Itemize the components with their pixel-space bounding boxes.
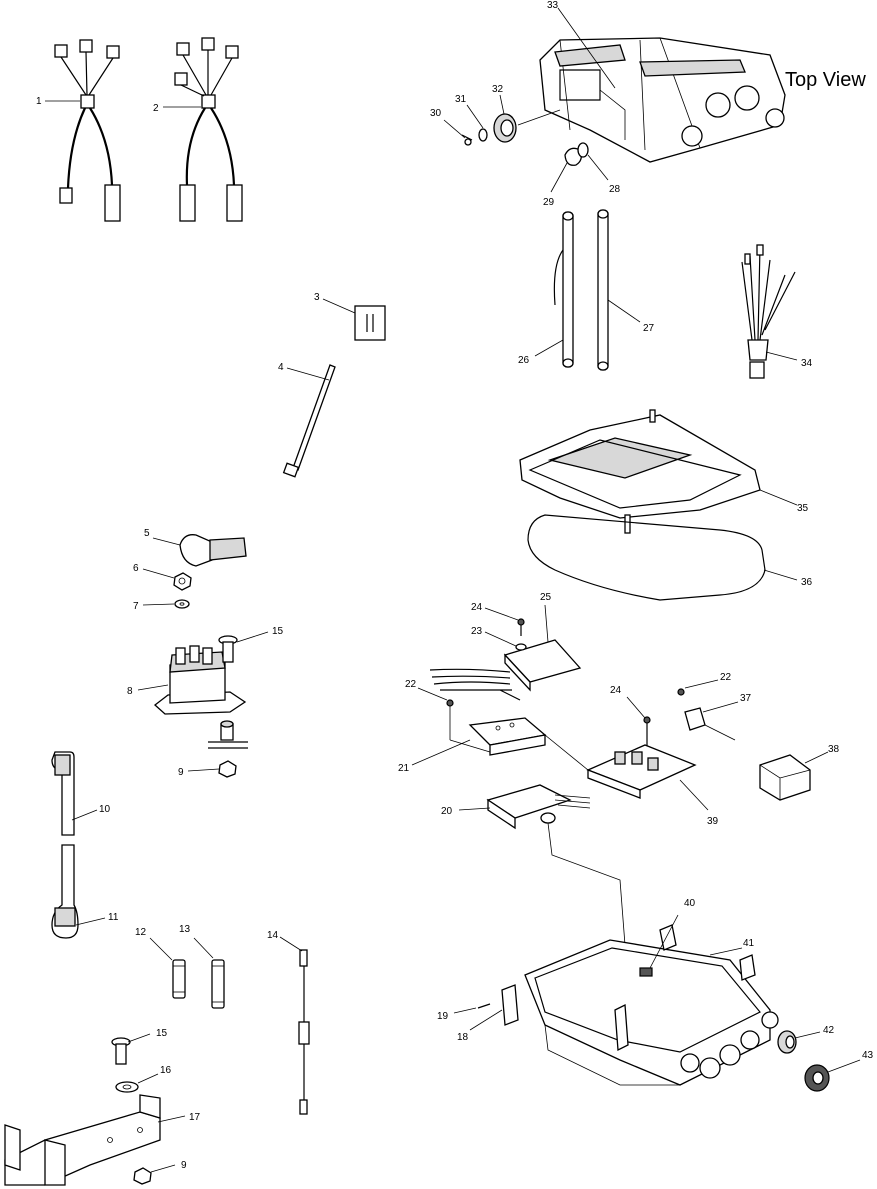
washer-31	[466, 104, 488, 142]
terminal-boot-5	[152, 534, 247, 567]
label-3: 3	[314, 292, 320, 303]
nut-9-lower	[133, 1164, 176, 1185]
label-24-upper: 24	[471, 602, 483, 613]
label-1: 1	[36, 96, 42, 107]
relay-38	[759, 751, 829, 801]
bracket-21	[411, 717, 547, 766]
label-28: 28	[609, 184, 621, 195]
nut-6	[142, 568, 192, 591]
label-22-left: 22	[405, 679, 417, 690]
module-25	[503, 604, 582, 692]
gasket-36	[527, 514, 798, 601]
strap-10	[51, 751, 98, 836]
label-8: 8	[127, 686, 133, 697]
label-10: 10	[99, 804, 111, 815]
top-view-label: Top View	[785, 69, 866, 91]
cable-26	[534, 211, 574, 368]
bracket-17	[4, 1094, 186, 1186]
cable-tie-4	[282, 364, 336, 478]
solenoid-8	[137, 645, 247, 715]
fastener-22-left	[417, 687, 454, 740]
label-26: 26	[518, 355, 530, 366]
label-36: 36	[801, 577, 813, 588]
label-43: 43	[862, 1050, 874, 1061]
module-20	[458, 784, 591, 830]
fuse-12	[149, 937, 186, 999]
label-39: 39	[707, 816, 719, 827]
label-18: 18	[457, 1032, 469, 1043]
bolt-15-upper	[218, 631, 269, 663]
label-9-lower: 9	[181, 1160, 187, 1171]
o-ring-28	[577, 142, 609, 181]
label-20: 20	[441, 806, 453, 817]
clip-37	[684, 701, 739, 741]
cap-43	[804, 1059, 861, 1092]
washer-23	[484, 631, 527, 651]
label-33: 33	[547, 0, 559, 11]
label-15-lower: 15	[156, 1028, 168, 1039]
grommet-32	[493, 94, 561, 143]
base-box-41	[524, 924, 779, 1086]
fuse-lead-14	[279, 936, 310, 1115]
label-32: 32	[492, 84, 504, 95]
part-labels: Top View 1 2 3 4 5 6 7 8 9 9 10 11 12 13…	[36, 0, 874, 1171]
harness-34	[741, 244, 798, 379]
label-19: 19	[437, 1011, 449, 1022]
label-17: 17	[189, 1112, 201, 1123]
label-34: 34	[801, 358, 813, 369]
screw-24-upper	[484, 607, 525, 636]
label-21: 21	[398, 763, 410, 774]
label-9-upper: 9	[178, 767, 184, 778]
screw-30	[443, 119, 473, 146]
bolt-15-lower	[111, 1033, 151, 1065]
label-15-upper: 15	[272, 626, 284, 637]
label-25: 25	[540, 592, 552, 603]
bulb-29	[550, 147, 582, 193]
plug-42	[777, 1030, 821, 1054]
label-31: 31	[455, 94, 467, 105]
harness-2	[163, 37, 243, 222]
cover-33	[539, 7, 786, 163]
connection-lines	[449, 734, 626, 946]
label-14: 14	[267, 930, 279, 941]
harness-1	[45, 39, 121, 222]
pin-19	[453, 1003, 491, 1014]
latch-18	[469, 984, 519, 1031]
label-27: 27	[643, 323, 655, 334]
circuit-board-39	[586, 744, 709, 811]
label-5: 5	[144, 528, 150, 539]
label-41: 41	[743, 938, 755, 949]
nut-9-upper	[187, 760, 237, 778]
label-38: 38	[828, 744, 840, 755]
label-16: 16	[160, 1065, 172, 1076]
fuse-13	[193, 937, 225, 1009]
label-35: 35	[797, 503, 809, 514]
label-30: 30	[430, 108, 442, 119]
label-13: 13	[179, 924, 191, 935]
label-22-right: 22	[720, 672, 732, 683]
module-wires	[429, 668, 521, 701]
connector-40	[639, 914, 679, 977]
label-12: 12	[135, 927, 147, 938]
decal-3	[322, 298, 386, 341]
label-37: 37	[740, 693, 752, 704]
washer-7	[142, 599, 190, 609]
label-23: 23	[471, 626, 483, 637]
washer-16	[115, 1073, 159, 1093]
label-11: 11	[108, 912, 119, 923]
label-2: 2	[153, 103, 159, 114]
label-4: 4	[278, 362, 284, 373]
label-24-lower: 24	[610, 685, 622, 696]
label-7: 7	[133, 601, 139, 612]
label-29: 29	[543, 197, 555, 208]
label-40: 40	[684, 898, 696, 909]
cable-27	[597, 209, 641, 371]
fastener-22-right	[677, 679, 719, 696]
strap-11	[51, 844, 106, 939]
spacer-sleeve	[208, 720, 248, 749]
label-42: 42	[823, 1025, 835, 1036]
lid-35	[519, 409, 798, 534]
label-6: 6	[133, 563, 139, 574]
